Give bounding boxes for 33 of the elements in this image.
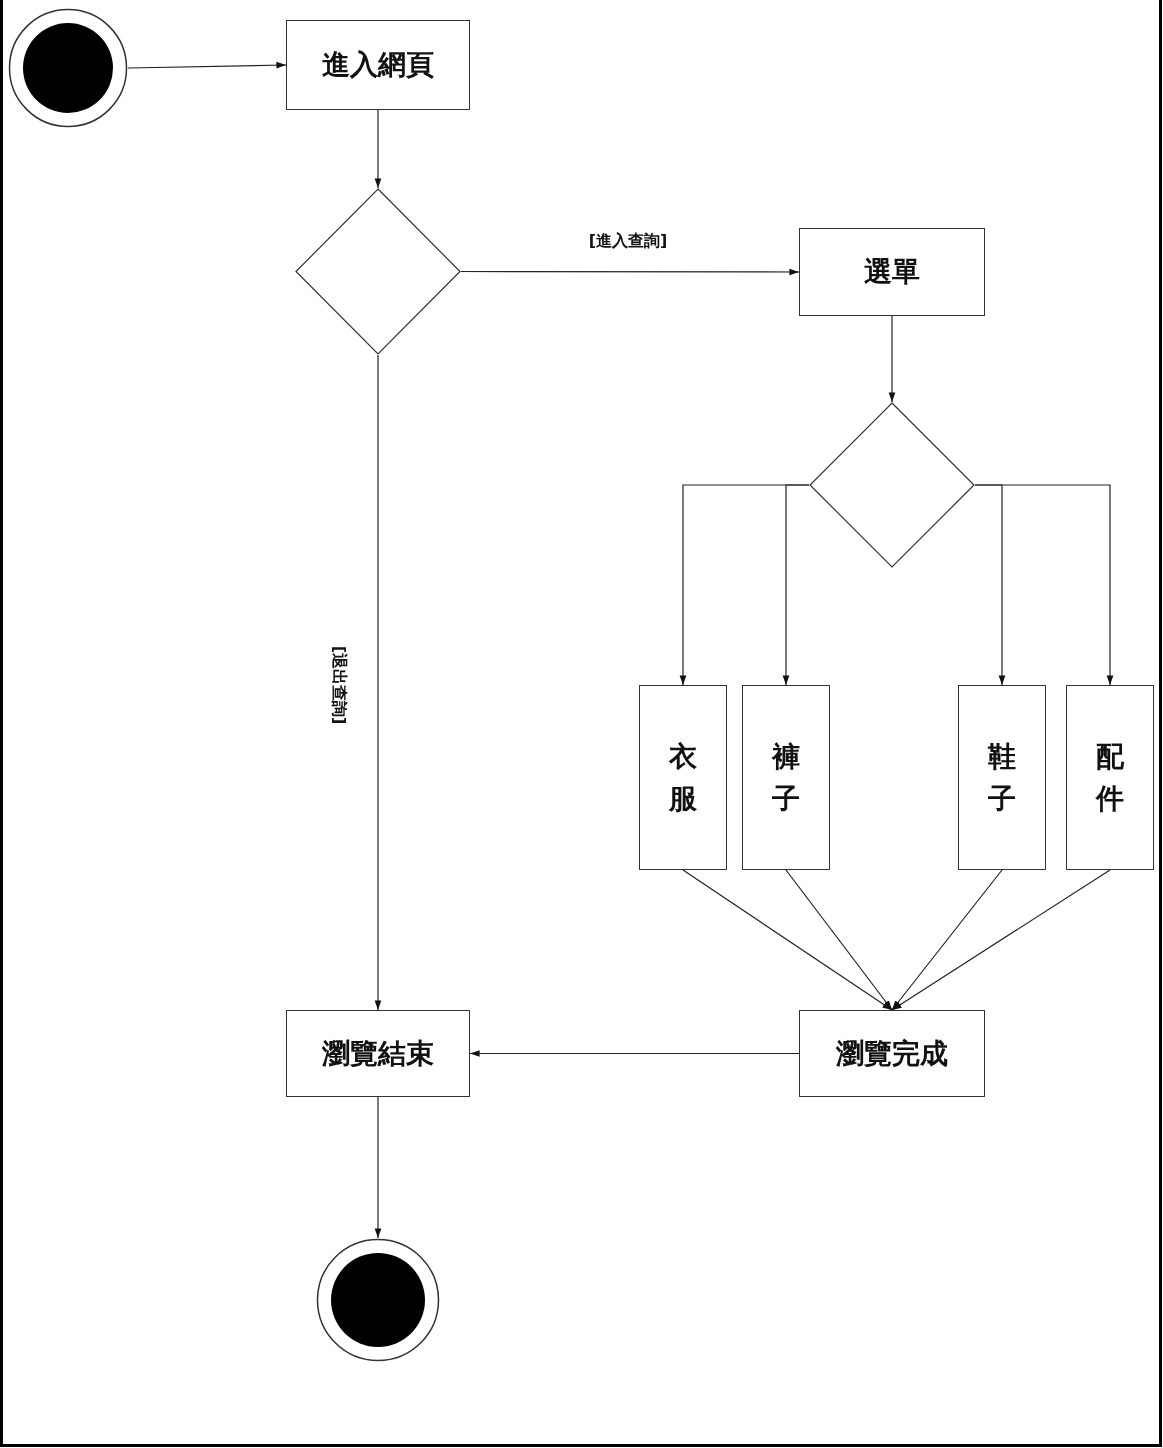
box-label: 衣服 [669, 738, 697, 817]
process-box [1066, 685, 1154, 870]
box-label: 選單 [864, 254, 920, 290]
process-box [639, 685, 727, 870]
box-label: 瀏覽結束 [322, 1035, 434, 1072]
box-label: 褲子 [772, 738, 800, 817]
box-label: 鞋子 [988, 738, 1016, 817]
decision-diamond [295, 188, 461, 355]
state-circle [316, 1238, 440, 1362]
arrow [374, 109, 382, 189]
arrow [127, 61, 287, 69]
arrow [682, 869, 893, 1011]
arrow [374, 1096, 382, 1239]
arrow [891, 869, 1003, 1011]
arrow [888, 315, 896, 403]
arrow [460, 268, 800, 276]
arrow [974, 484, 1114, 686]
process-box [286, 20, 470, 110]
process-box [799, 228, 985, 316]
box-label: 配件 [1096, 738, 1124, 817]
state-circle [8, 8, 128, 128]
decision-diamond [809, 402, 975, 568]
arrow [374, 354, 382, 1011]
process-box [742, 685, 830, 870]
arrow [891, 869, 1111, 1011]
process-box [286, 1010, 470, 1097]
arrow [782, 484, 810, 686]
arrow [469, 1050, 800, 1057]
box-label: 進入網頁 [322, 47, 434, 83]
process-box [958, 685, 1046, 870]
process-box [799, 1010, 985, 1097]
arrow [785, 869, 893, 1011]
box-label: 瀏覽完成 [836, 1035, 948, 1072]
